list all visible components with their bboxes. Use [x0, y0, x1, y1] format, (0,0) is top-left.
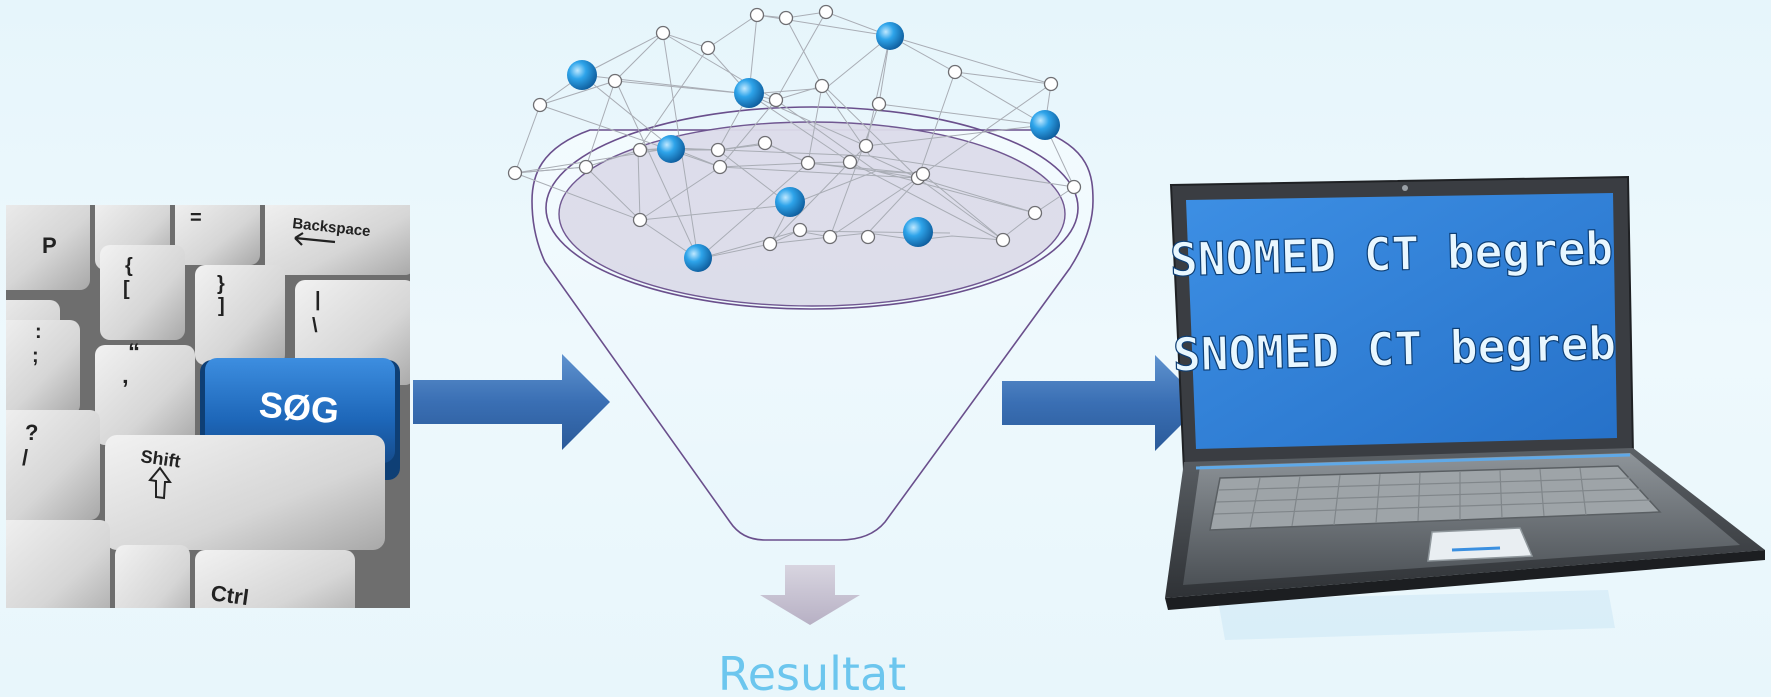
funnel — [531, 106, 1094, 625]
key-backslash: \ — [312, 315, 318, 337]
key-brace-close: } — [217, 273, 225, 295]
laptop-keyboard — [1209, 465, 1662, 531]
key-colon: : — [35, 321, 42, 343]
key-semicolon: ; — [32, 345, 39, 367]
laptop-touchpad — [1427, 527, 1534, 562]
screen-line-1: SNOMED CT begreb — [1169, 221, 1613, 287]
key-equals: = — [190, 207, 202, 229]
down-arrow — [760, 565, 860, 625]
funnel-rim-outer — [545, 106, 1079, 310]
key-question: ? — [25, 420, 38, 445]
key-ctrl: Ctrl — [209, 580, 250, 610]
key-slash: / — [22, 445, 28, 470]
concept-nodes-highlighted — [567, 22, 1060, 272]
keyboard-image: SØG P = Backspace { [ } ] | \ : ; “ ‚ ? … — [6, 205, 410, 610]
screen-line-2: SNOMED CT begreb — [1172, 316, 1616, 382]
result-label: Resultat — [718, 647, 906, 697]
key-bracket-open: [ — [123, 278, 130, 300]
backspace-arrow-icon — [294, 232, 336, 246]
arrow-right-1 — [413, 354, 610, 450]
search-key-label: SØG — [257, 384, 340, 432]
concept-nodes — [507, 4, 1082, 252]
key-bracket-close: ] — [218, 295, 225, 317]
laptop-screen — [1186, 193, 1617, 449]
key-p: P — [42, 233, 57, 258]
key-comma-quote: ‚ — [122, 362, 129, 389]
key-pipe: | — [315, 289, 321, 311]
arrow-right-2 — [1002, 355, 1203, 451]
shift-arrow-icon — [148, 466, 172, 500]
key-quote: “ — [128, 339, 140, 366]
webcam-icon — [1402, 185, 1408, 191]
key-brace-open: { — [125, 255, 133, 277]
laptop: SNOMED CT begreb SNOMED CT begreb — [1165, 175, 1765, 640]
